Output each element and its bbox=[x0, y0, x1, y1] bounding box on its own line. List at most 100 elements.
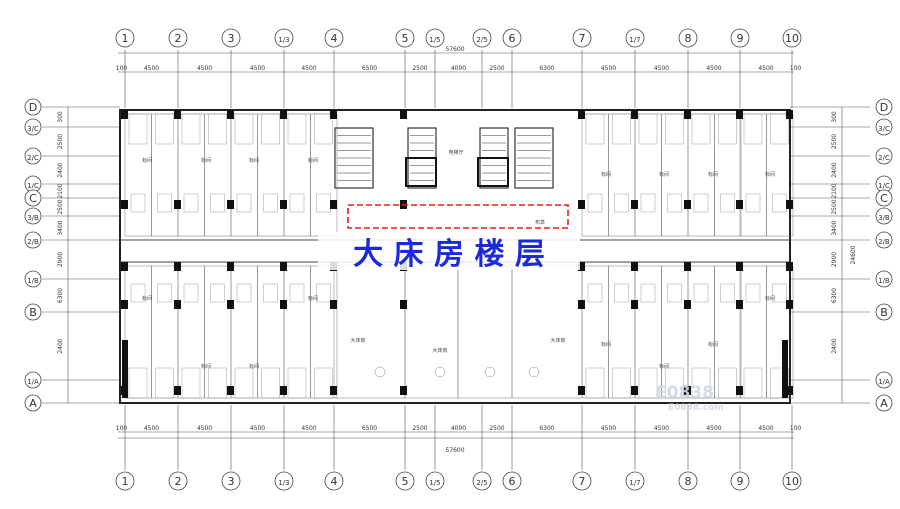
structural-column bbox=[684, 262, 691, 271]
row-axis-label: 1/C bbox=[878, 182, 890, 190]
guest-room-label: 标间 bbox=[708, 341, 718, 348]
bed bbox=[667, 193, 682, 213]
column-axis-label: 3 bbox=[228, 475, 235, 488]
bathroom bbox=[770, 367, 789, 399]
row-axis-bubble bbox=[875, 371, 893, 389]
king-room bbox=[457, 265, 513, 399]
svg-text:E0838.com: E0838.com bbox=[668, 403, 724, 413]
row-axis-label: D bbox=[880, 101, 888, 114]
bed bbox=[130, 193, 146, 213]
king-room bbox=[333, 265, 406, 399]
column-axis-bubble bbox=[730, 471, 750, 491]
bed bbox=[614, 283, 629, 303]
bed bbox=[587, 283, 603, 303]
guest-room-label: 标间 bbox=[601, 341, 611, 348]
row-dimension-label: 6300 bbox=[831, 288, 838, 303]
structural-column bbox=[280, 200, 287, 209]
column-axis-label: 1/3 bbox=[278, 36, 289, 44]
row-dimension-label: 2900 bbox=[57, 252, 64, 267]
column-axis-label: 6 bbox=[509, 475, 516, 488]
column-axis-label: 1/5 bbox=[429, 36, 440, 44]
row-dimension-label: 300 bbox=[831, 111, 838, 123]
span-dimension-label: 4500 bbox=[250, 425, 265, 432]
column-axis-bubble bbox=[572, 28, 592, 48]
row-axis-bubble bbox=[875, 98, 893, 116]
floor-title: 大 床 房 楼 层 bbox=[353, 237, 545, 272]
column-axis-bubble bbox=[221, 28, 241, 48]
guest-room-label: 标间 bbox=[142, 295, 152, 302]
bathroom bbox=[638, 113, 658, 145]
bathroom bbox=[612, 367, 631, 399]
row-axis-label: 2/B bbox=[878, 238, 890, 246]
bathroom bbox=[261, 367, 280, 399]
column-axis-label: 10 bbox=[785, 32, 799, 45]
span-dimension-label: 4500 bbox=[301, 65, 316, 72]
table bbox=[528, 366, 540, 378]
structural-column bbox=[578, 200, 585, 209]
structural-column bbox=[786, 200, 793, 209]
bathroom bbox=[287, 367, 307, 399]
span-dimension-label: 2500 bbox=[412, 65, 427, 72]
bed bbox=[157, 283, 172, 303]
bathroom bbox=[585, 113, 605, 145]
span-dimension-label: 4500 bbox=[197, 65, 212, 72]
room-partitions bbox=[124, 113, 794, 399]
row-axis-bubble bbox=[875, 118, 893, 136]
column-axis-label: 7 bbox=[579, 475, 586, 488]
row-dimension-label: 2500 bbox=[831, 199, 838, 214]
row-axis-bubble bbox=[24, 231, 42, 249]
column-axis-label: 2/5 bbox=[476, 479, 487, 487]
table bbox=[434, 366, 446, 378]
row-dimension-label: 6300 bbox=[57, 288, 64, 303]
structural-column bbox=[684, 110, 691, 119]
column-axis-label: 7 bbox=[579, 32, 586, 45]
bed bbox=[289, 193, 305, 213]
row-axis-bubble bbox=[875, 394, 893, 412]
stair-core bbox=[334, 127, 374, 189]
column-axis-bubble bbox=[395, 471, 415, 491]
column-axis-bubble bbox=[425, 28, 445, 48]
king-room-label: 大床房 bbox=[550, 337, 565, 344]
column-axis-label: 1/7 bbox=[629, 479, 640, 487]
bathroom bbox=[743, 113, 763, 145]
row-axis-label: 2/C bbox=[878, 154, 890, 162]
row-axis-label: 3/C bbox=[27, 125, 39, 133]
bathroom bbox=[718, 367, 737, 399]
guest-room-label: 标间 bbox=[142, 157, 152, 164]
bathroom bbox=[155, 113, 174, 145]
shear-wall bbox=[782, 340, 788, 398]
structural-column bbox=[121, 110, 128, 119]
row-axis-label: B bbox=[880, 306, 888, 319]
bed bbox=[263, 283, 278, 303]
column-axis-bubble bbox=[625, 28, 645, 48]
column-axis-bubble bbox=[221, 471, 241, 491]
column-axis-bubble bbox=[730, 28, 750, 48]
column-axis-bubble bbox=[502, 471, 522, 491]
structural-column bbox=[227, 110, 234, 119]
span-dimension-label: 4500 bbox=[301, 425, 316, 432]
row-axis-bubble bbox=[875, 303, 893, 321]
row-axis-label: C bbox=[29, 192, 37, 205]
structural-column bbox=[736, 262, 743, 271]
column-axis-bubble bbox=[274, 471, 294, 491]
guest-room-label: 标间 bbox=[601, 171, 611, 178]
bathroom bbox=[718, 113, 737, 145]
stair-core bbox=[514, 127, 554, 189]
table bbox=[374, 366, 386, 378]
bed bbox=[772, 193, 787, 213]
row-axis-bubble bbox=[24, 394, 42, 412]
bed bbox=[236, 193, 252, 213]
span-dimension-label: 6500 bbox=[362, 425, 377, 432]
column-axis-bubble bbox=[395, 28, 415, 48]
bathroom bbox=[181, 367, 201, 399]
row-axis-label: A bbox=[29, 397, 37, 410]
row-axis-label: C bbox=[880, 192, 888, 205]
bed bbox=[316, 193, 331, 213]
column-axis-bubbles: 1122331/31/344551/51/52/52/566771/71/788… bbox=[115, 28, 802, 491]
bathroom bbox=[665, 367, 684, 399]
bed bbox=[316, 283, 331, 303]
structural-column bbox=[280, 262, 287, 271]
structural-column bbox=[174, 110, 181, 119]
structural-column bbox=[330, 300, 337, 309]
